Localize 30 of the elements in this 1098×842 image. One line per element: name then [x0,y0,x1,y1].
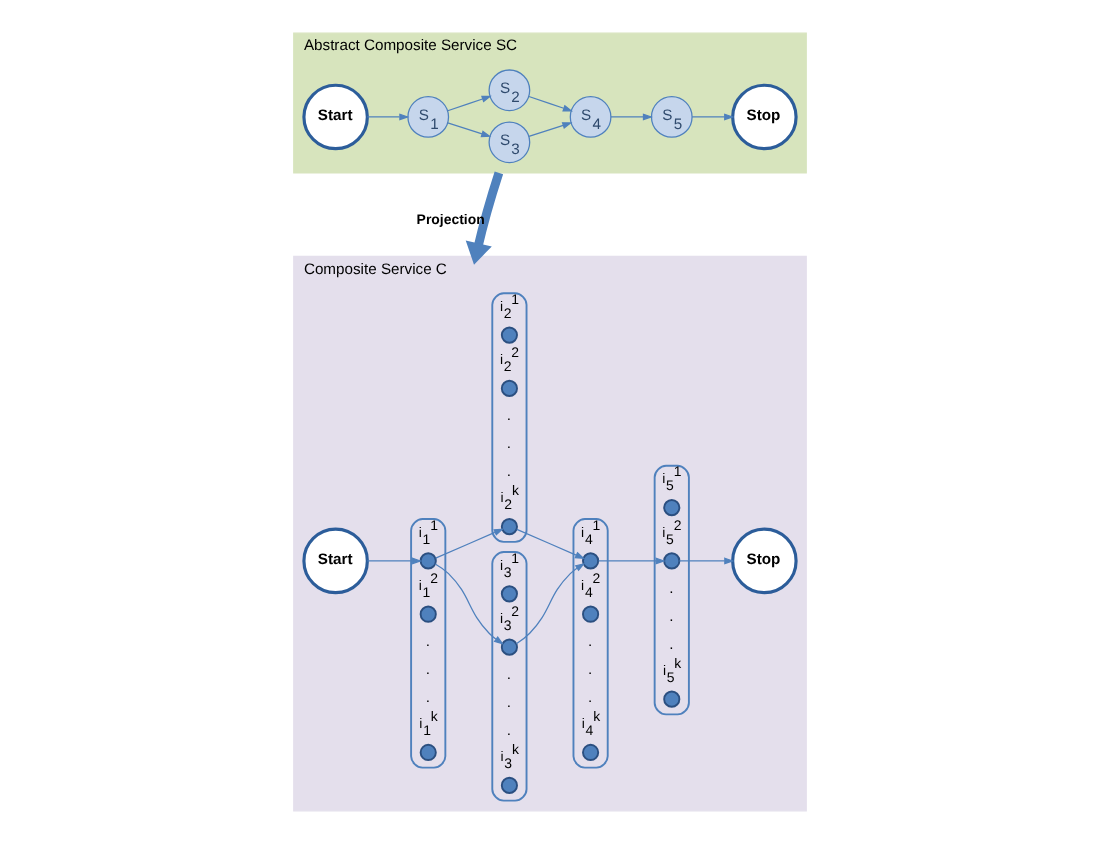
arrow [365,112,409,120]
arrow [527,121,572,137]
arrow [609,112,653,120]
node-circle [581,551,599,569]
node-circle [499,325,517,343]
arrow [690,112,734,120]
arrow [433,562,503,644]
arrow [514,561,585,644]
arrow [677,556,734,564]
arrow [527,94,572,111]
arrow [446,121,491,137]
node-circle [418,742,436,760]
node-circle [662,498,680,516]
arrow [446,94,491,111]
arrow [464,170,503,264]
arrow [434,527,503,558]
arrow [515,527,585,559]
node-circle [418,551,436,569]
node-circle [662,689,680,707]
node-circle [499,775,517,793]
arrow [596,556,665,564]
arrow [365,556,422,564]
node-circle [499,378,517,396]
node-circle [499,584,517,602]
node-circle [581,604,599,622]
node-circle [499,517,517,535]
node-circle [662,551,680,569]
node-circle [418,604,436,622]
node-circle [499,637,517,655]
node-circle [581,742,599,760]
